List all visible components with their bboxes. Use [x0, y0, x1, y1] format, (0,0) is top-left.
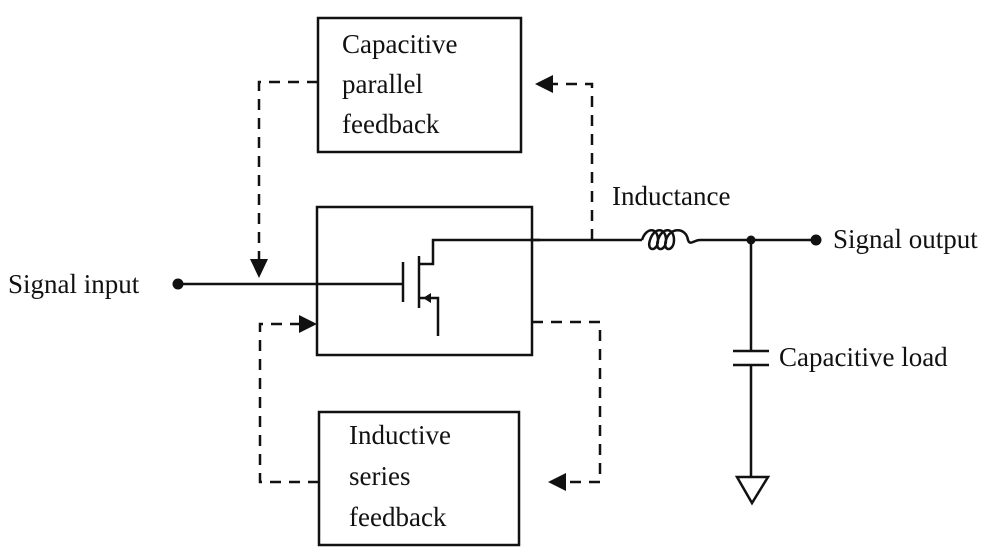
capacitive-load-label: Capacitive load: [779, 342, 948, 372]
inductive-feedback-label-line3: feedback: [349, 502, 447, 532]
capacitive-to-input-arrow-icon: [250, 259, 268, 278]
inductive-feedback-forward-dash: [532, 320, 602, 484]
capacitive-feedback-box: [316, 16, 523, 154]
inductive-to-transistor-arrow-icon: [299, 315, 317, 333]
inductive-feedback-label-line1: Inductive: [349, 420, 451, 450]
inductive-feedback-return-dash: [258, 322, 319, 484]
inductive-feedback-box: [317, 410, 521, 547]
transistor-block: [315, 205, 540, 357]
output-path: Inductance Signal output: [530, 181, 978, 254]
capacitive-feedback-path: [250, 75, 594, 278]
signal-input-terminal: Signal input: [8, 269, 403, 299]
inductive-feedback-label-line2: series: [349, 461, 410, 491]
source-lead: [419, 296, 440, 336]
source-arrow-icon: [423, 293, 431, 303]
capacitive-feedback-label-line1: Capacitive: [342, 29, 457, 59]
inductive-feedback-arrow-icon: [548, 473, 566, 491]
capacitive-feedback-label-line3: feedback: [342, 109, 440, 139]
inductance-label: Inductance: [612, 181, 730, 211]
capacitive-load-branch: Capacitive load: [733, 240, 948, 506]
signal-output-label: Signal output: [833, 224, 978, 254]
inductive-feedback-path: [258, 315, 602, 491]
capacitive-parallel-feedback-block: Capacitive parallel feedback: [316, 16, 523, 154]
capacitive-feedback-arrow-icon: [535, 75, 553, 93]
inductive-series-feedback-block: Inductive series feedback: [317, 410, 521, 547]
drain-lead: [419, 238, 540, 266]
signal-input-label: Signal input: [8, 269, 140, 299]
output-node-dot: [810, 234, 822, 246]
transistor-box: [315, 205, 534, 357]
capacitive-feedback-label-line2: parallel: [342, 69, 423, 99]
capacitive-feedback-forward-dash: [257, 80, 318, 259]
ground-icon: [734, 475, 771, 506]
capacitive-feedback-return-dash: [553, 82, 594, 240]
inductor-coil-icon: [640, 229, 701, 251]
